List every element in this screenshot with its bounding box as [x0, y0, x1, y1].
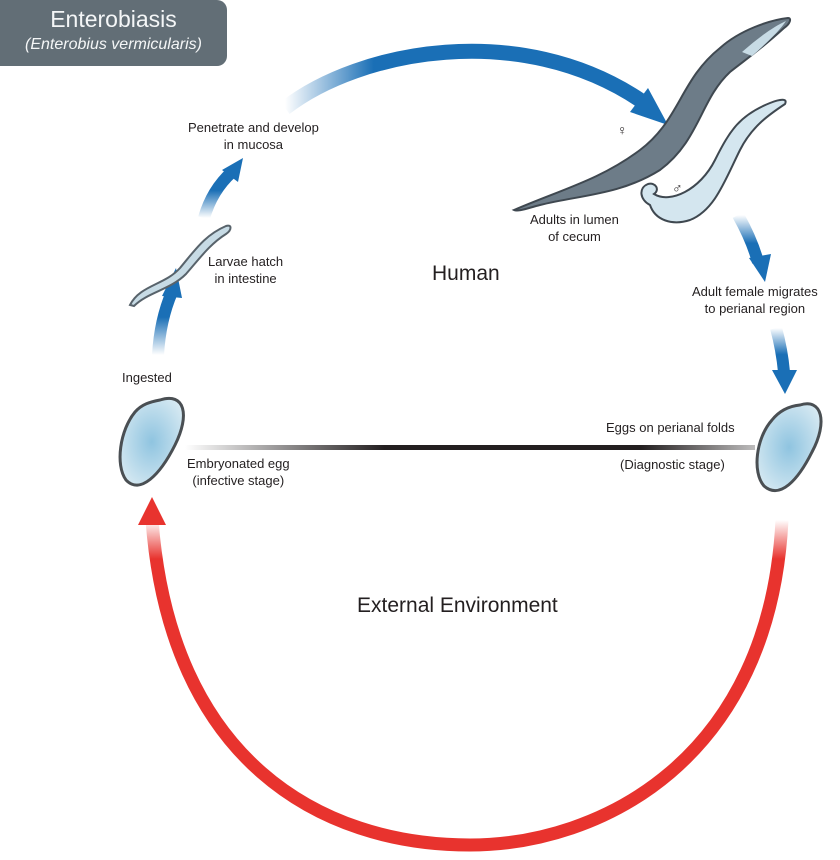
eggs-perianal-label: Eggs on perianal folds	[606, 420, 735, 435]
title-box: Enterobiasis (Enterobius vermicularis)	[0, 0, 227, 66]
penetrate-label-line2: in mucosa	[223, 137, 284, 152]
migrates-label: Adult female migrates to perianal region	[692, 283, 818, 317]
adults-label-line1: Adults in lumen	[530, 212, 619, 227]
larvae-label-line1: Larvae hatch	[208, 254, 284, 269]
top-arc-arrow	[280, 43, 645, 114]
adults-arrow	[732, 212, 764, 264]
region-human-label: Human	[432, 262, 500, 285]
migrates-label-line2: to perianal region	[704, 301, 806, 316]
female-symbol: ♀	[617, 122, 628, 138]
top-arc-arrowhead	[630, 88, 668, 125]
environment-arrow	[145, 519, 789, 852]
ingested-label: Ingested	[122, 370, 172, 385]
embryonated-egg-label: Embryonated egg (infective stage)	[187, 455, 290, 489]
adults-arrowhead	[749, 254, 771, 282]
migrates-arrowhead	[772, 370, 797, 394]
egg-connector-bar	[185, 445, 755, 450]
female-worm-illustration	[511, 16, 792, 212]
embryonated-egg-illustration	[118, 397, 185, 487]
embryonated-label-line1: Embryonated egg	[187, 456, 290, 471]
larvae-arrowhead	[222, 158, 243, 182]
adults-label: Adults in lumen of cecum	[530, 211, 619, 245]
adults-label-line2: of cecum	[548, 229, 601, 244]
penetrate-label: Penetrate and develop in mucosa	[188, 119, 319, 153]
migrates-label-line1: Adult female migrates	[692, 284, 818, 299]
migrates-arrow	[770, 326, 790, 373]
male-worm-illustration	[640, 98, 787, 224]
penetrate-label-line1: Penetrate and develop	[188, 120, 319, 135]
embryonated-label-line2: (infective stage)	[192, 473, 285, 488]
diagnostic-stage-label: (Diagnostic stage)	[620, 457, 725, 472]
perianal-egg-illustration	[755, 402, 823, 493]
title-main: Enterobiasis	[50, 6, 177, 32]
larva-illustration	[128, 224, 232, 308]
larvae-label: Larvae hatch in intestine	[208, 253, 283, 287]
ingested-arrow	[152, 289, 178, 356]
female-worm-head	[742, 21, 786, 56]
larvae-arrow	[198, 167, 237, 220]
environment-arrowhead	[138, 497, 166, 525]
larvae-label-line2: in intestine	[214, 271, 277, 286]
title-subtitle: (Enterobius vermicularis)	[25, 36, 202, 53]
region-external-label: External Environment	[357, 594, 558, 617]
male-symbol: ♂	[672, 180, 683, 196]
